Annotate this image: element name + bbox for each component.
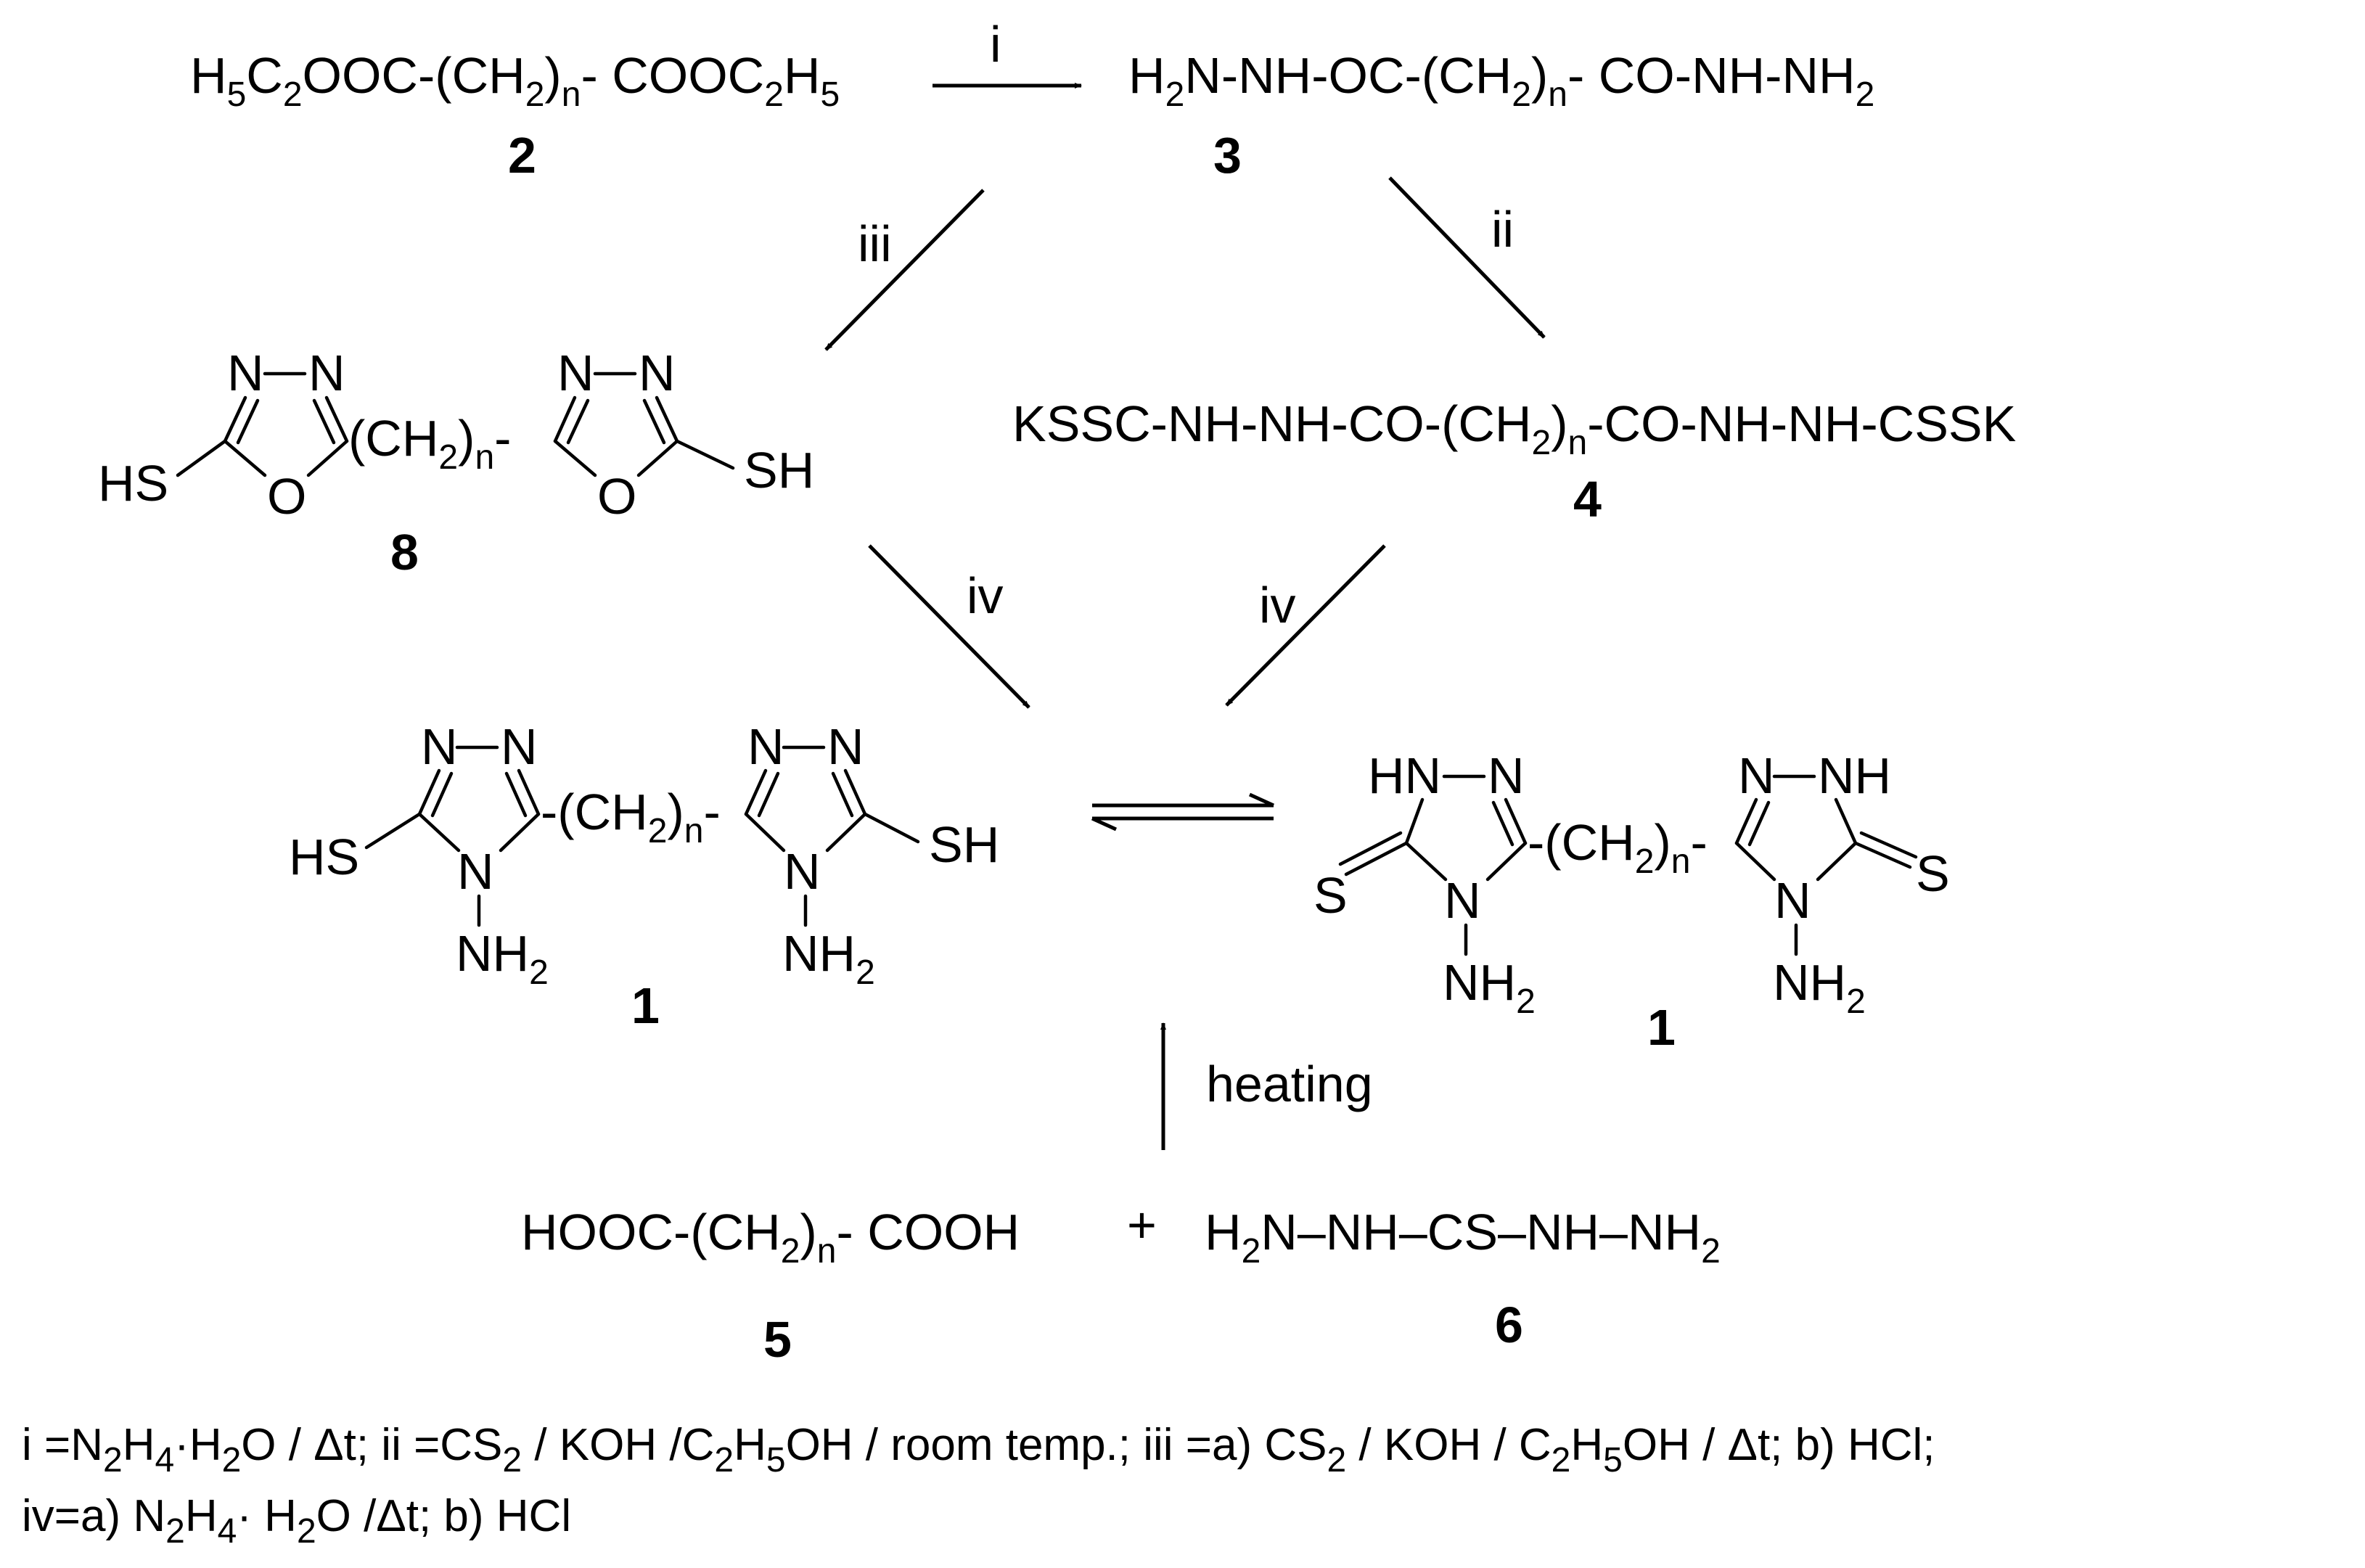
ring-atom-n: N [557,345,594,401]
substituent-s: S [1313,867,1348,924]
ring-atom-hn: HN [1368,747,1441,804]
compound-number-1-thiol: 1 [631,977,660,1034]
arrow-iv-right [1225,544,1386,707]
ring-atom-n: N [1774,872,1811,929]
formula-4: KSSC-NH-NH-CO-(CH2)n-CO-NH-NH-CSSK [1012,395,2016,462]
ring-atom-o: O [597,468,636,525]
ring-atom-n: N [639,345,676,401]
substituent-hs: HS [289,829,359,885]
compound-8-structure: N N O HS (CH2)n- N N O SH [98,345,814,525]
ring-atom-n: N [308,345,345,401]
substituent-s: S [1916,845,1950,902]
compound-1-thione-structure: HN N N S NH2 -(CH2)n- N NH N S NH2 [1313,747,1950,1021]
compound-number-3: 3 [1213,127,1242,184]
ring-atom-n: N [827,718,864,775]
formula-2: H5C2OOC-(CH2)n- COOC2H5 [190,47,840,114]
compound-number-8: 8 [390,524,419,580]
compound-number-1-thione: 1 [1647,999,1676,1056]
ring-atom-n: N [501,718,538,775]
compound-number-5: 5 [763,1311,792,1368]
formula-6: H2N–NH–CS–NH–NH2 [1205,1204,1721,1271]
compound-1-thiol-structure: N N N HS NH2 -(CH2)n- N N N SH NH2 [289,718,999,992]
chain-ch2n: (CH2)n- [348,410,511,477]
ring-atom-n: N [784,843,821,900]
compound-number-2: 2 [508,127,536,184]
chain-ch2n: -(CH2)n- [1528,814,1708,881]
reagent-label-heating: heating [1206,1056,1373,1112]
reagent-label-iv-right: iv [1259,577,1296,633]
reagent-label-iv-left: iv [967,567,1004,624]
reagent-label-ii: ii [1491,201,1514,258]
ring-atom-n: N [457,843,494,900]
plus-sign: + [1127,1196,1157,1253]
ring-atom-nh: NH [1818,747,1891,804]
conditions-line-2: iv=a) N2H4· H2O /Δt; b) HCl [22,1491,571,1551]
conditions-line-1: i =N2H4·H2O / Δt; ii =CS2 / KOH /C2H5OH … [22,1420,1935,1479]
substituent-sh: SH [929,816,999,873]
formula-5: HOOC-(CH2)n- COOH [521,1204,1020,1271]
substituent-nh2: NH2 [456,925,549,992]
compound-number-6: 6 [1495,1297,1523,1353]
ring-atom-n: N [1488,747,1525,804]
ring-atom-n: N [747,718,784,775]
arrow-ii [1388,176,1546,339]
ring-atom-o: O [267,468,306,525]
ring-atom-n: N [227,345,264,401]
chain-ch2n: -(CH2)n- [541,784,721,850]
arrow-iv-left [868,544,1030,709]
formula-3: H2N-NH-OC-(CH2)n- CO-NH-NH2 [1128,47,1874,114]
ring-atom-n: N [1738,747,1775,804]
substituent-nh2: NH2 [1443,954,1536,1021]
equilibrium-arrows [1091,792,1275,832]
reagent-label-i: i [990,16,1001,73]
reagent-label-iii: iii [858,216,892,272]
ring-atom-n: N [1444,872,1481,929]
substituent-hs: HS [98,455,168,512]
arrow-iii [824,189,985,351]
ring-atom-n: N [421,718,458,775]
substituent-nh2: NH2 [782,925,875,992]
substituent-nh2: NH2 [1773,954,1866,1021]
compound-number-4: 4 [1573,471,1602,528]
substituent-sh: SH [744,442,814,498]
